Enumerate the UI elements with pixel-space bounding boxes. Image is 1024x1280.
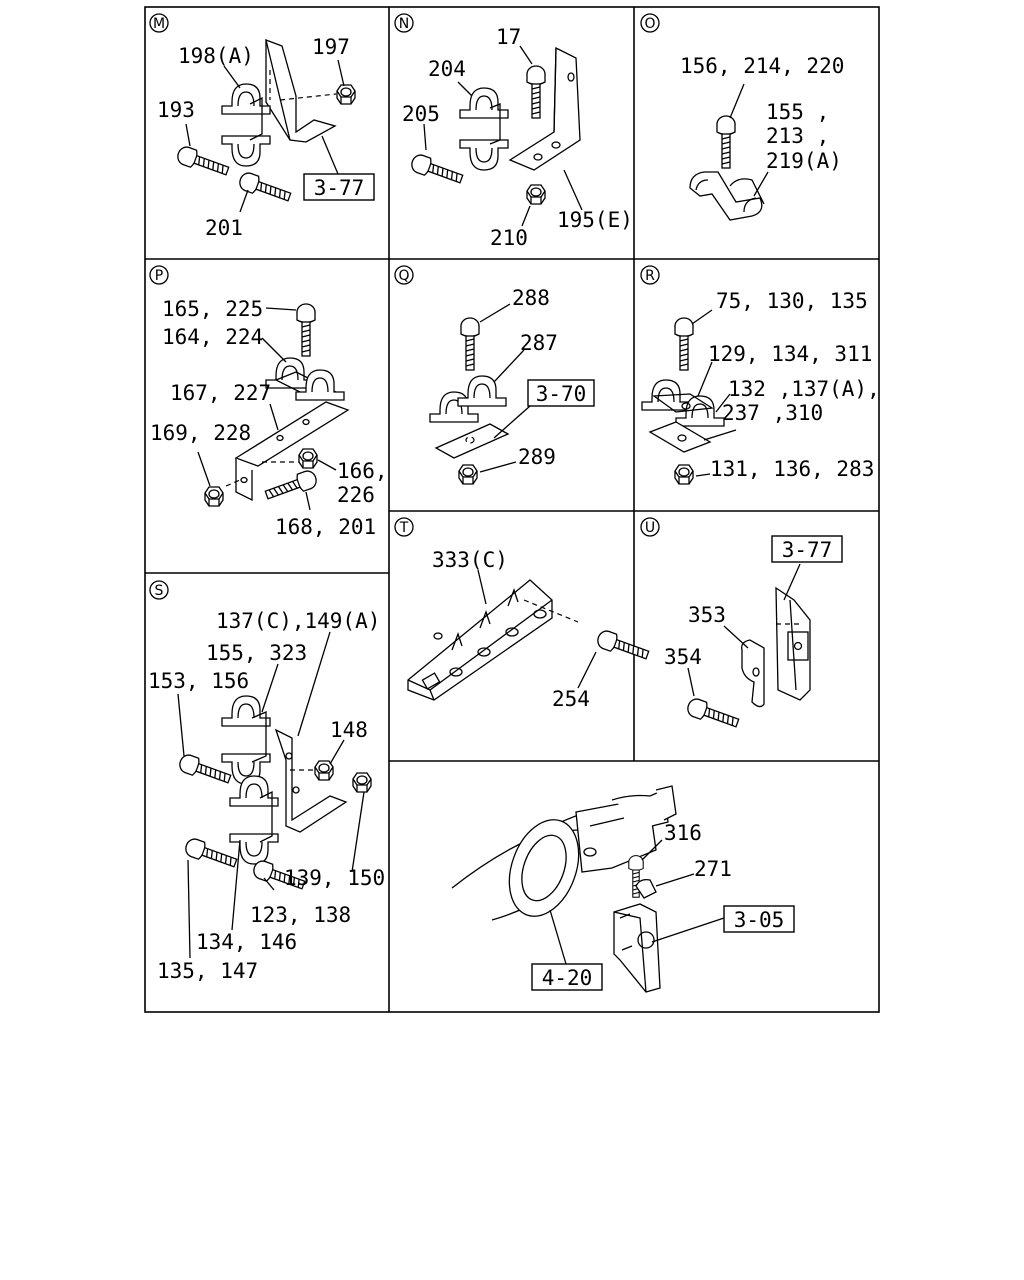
ref-box-3-05 bbox=[723, 905, 795, 933]
ref-label-3-05: 3-05 bbox=[734, 908, 785, 932]
part-label-198: 198(A) bbox=[178, 44, 254, 68]
part-label-201: 201 bbox=[205, 216, 243, 240]
panel-tag-circle bbox=[640, 517, 660, 537]
part-label-271: 271 bbox=[694, 857, 732, 881]
panel-tag: O bbox=[644, 16, 655, 32]
part-label-155: 155, 323 bbox=[206, 641, 307, 665]
part-label-75: 75, 130, 135 bbox=[716, 289, 868, 313]
part-label-205: 205 bbox=[402, 102, 440, 126]
part-label-135: 135, 147 bbox=[157, 959, 258, 983]
part-label-354: 354 bbox=[664, 645, 702, 669]
panel-m: M 3-77 198(A) 197 193 201 bbox=[149, 13, 375, 240]
part-label-129: 129, 134, 311 bbox=[708, 342, 872, 366]
panel-tag: Q bbox=[398, 268, 409, 284]
ref-box-4-20 bbox=[531, 963, 603, 991]
panel-tag: S bbox=[155, 583, 164, 599]
ref-box bbox=[527, 379, 595, 407]
ref-label-4-20: 4-20 bbox=[542, 966, 593, 990]
part-label-237: 237 ,310 bbox=[722, 401, 823, 425]
part-label-139: 139, 150 bbox=[284, 866, 385, 890]
part-label-254: 254 bbox=[552, 687, 590, 711]
part-label-164: 164, 224 bbox=[162, 325, 263, 349]
panel-tag: U bbox=[645, 520, 655, 536]
panel-tag-circle bbox=[640, 13, 660, 33]
part-label-287: 287 bbox=[520, 331, 558, 355]
panel-t: T 333(C) 254 bbox=[394, 517, 652, 711]
panel-tag: R bbox=[645, 268, 655, 284]
ref-box bbox=[771, 535, 843, 563]
part-label-137: 137(C),149(A) bbox=[216, 609, 380, 633]
part-label-219: 219(A) bbox=[766, 149, 842, 173]
panel-tag: M bbox=[153, 16, 165, 32]
panel-tag-circle bbox=[394, 13, 414, 33]
panel-tag: T bbox=[399, 520, 409, 536]
ref-label: 3-77 bbox=[782, 538, 833, 562]
part-label-289: 289 bbox=[518, 445, 556, 469]
part-label-333: 333(C) bbox=[432, 548, 508, 572]
panel-tag-circle bbox=[149, 265, 169, 285]
part-label-288: 288 bbox=[512, 286, 550, 310]
panel-n: N 17 204 205 195(E) 210 bbox=[394, 13, 633, 250]
panel-tag: N bbox=[399, 16, 409, 32]
part-label-168: 168, 201 bbox=[275, 515, 376, 539]
part-label-153: 153, 156 bbox=[148, 669, 249, 693]
panel-u: U 3-77 353 354 bbox=[640, 517, 843, 733]
panel-grid bbox=[144, 6, 880, 1013]
ref-box bbox=[303, 173, 375, 201]
panel-tag-circle bbox=[394, 517, 414, 537]
part-label-210: 210 bbox=[490, 226, 528, 250]
panel-q: Q 3-70 288 287 289 bbox=[394, 265, 595, 485]
part-label-132: 132 ,137(A), bbox=[728, 377, 880, 401]
part-label-165: 165, 225 bbox=[162, 297, 263, 321]
panel-s: S 137(C),149(A) 155, 323 153, 156 148 13 bbox=[148, 580, 385, 983]
part-label-156: 156, 214, 220 bbox=[680, 54, 844, 78]
panel-o: O 156, 214, 220 155 , 213 , 219(A) bbox=[640, 13, 844, 221]
panel-tag: P bbox=[155, 268, 163, 284]
part-label-197: 197 bbox=[312, 35, 350, 59]
panel-tag-circle bbox=[640, 265, 660, 285]
ref-label: 3-77 bbox=[314, 176, 365, 200]
part-label-195: 195(E) bbox=[557, 208, 633, 232]
panel-tag-circle bbox=[149, 580, 169, 600]
part-label-134: 134, 146 bbox=[196, 930, 297, 954]
panel-tag-circle bbox=[394, 265, 414, 285]
part-label-353: 353 bbox=[688, 603, 726, 627]
part-label-155: 155 , bbox=[766, 100, 829, 124]
part-label-169: 169, 228 bbox=[150, 421, 251, 445]
ref-label: 3-70 bbox=[536, 382, 587, 406]
part-label-226: 226 bbox=[337, 483, 375, 507]
panel-r: R 75, 130, 135 129, 134, 311 132 ,137(A)… bbox=[640, 265, 880, 485]
part-label-193: 193 bbox=[157, 98, 195, 122]
part-label-131: 131, 136, 283 bbox=[710, 457, 874, 481]
panel-tag-circle bbox=[149, 13, 169, 33]
part-label-123: 123, 138 bbox=[250, 903, 351, 927]
part-label-17: 17 bbox=[496, 25, 521, 49]
part-label-316: 316 bbox=[664, 821, 702, 845]
part-label-213: 213 , bbox=[766, 124, 829, 148]
part-label-204: 204 bbox=[428, 57, 466, 81]
part-label-148: 148 bbox=[330, 718, 368, 742]
panel-p: P 165, 225 164, 224 167, 227 169, 228 16… bbox=[149, 265, 388, 539]
part-label-167: 167, 227 bbox=[170, 381, 271, 405]
panel-axle: 3-05 4-20 316 271 bbox=[451, 785, 795, 993]
part-label-166: 166, bbox=[337, 459, 388, 483]
